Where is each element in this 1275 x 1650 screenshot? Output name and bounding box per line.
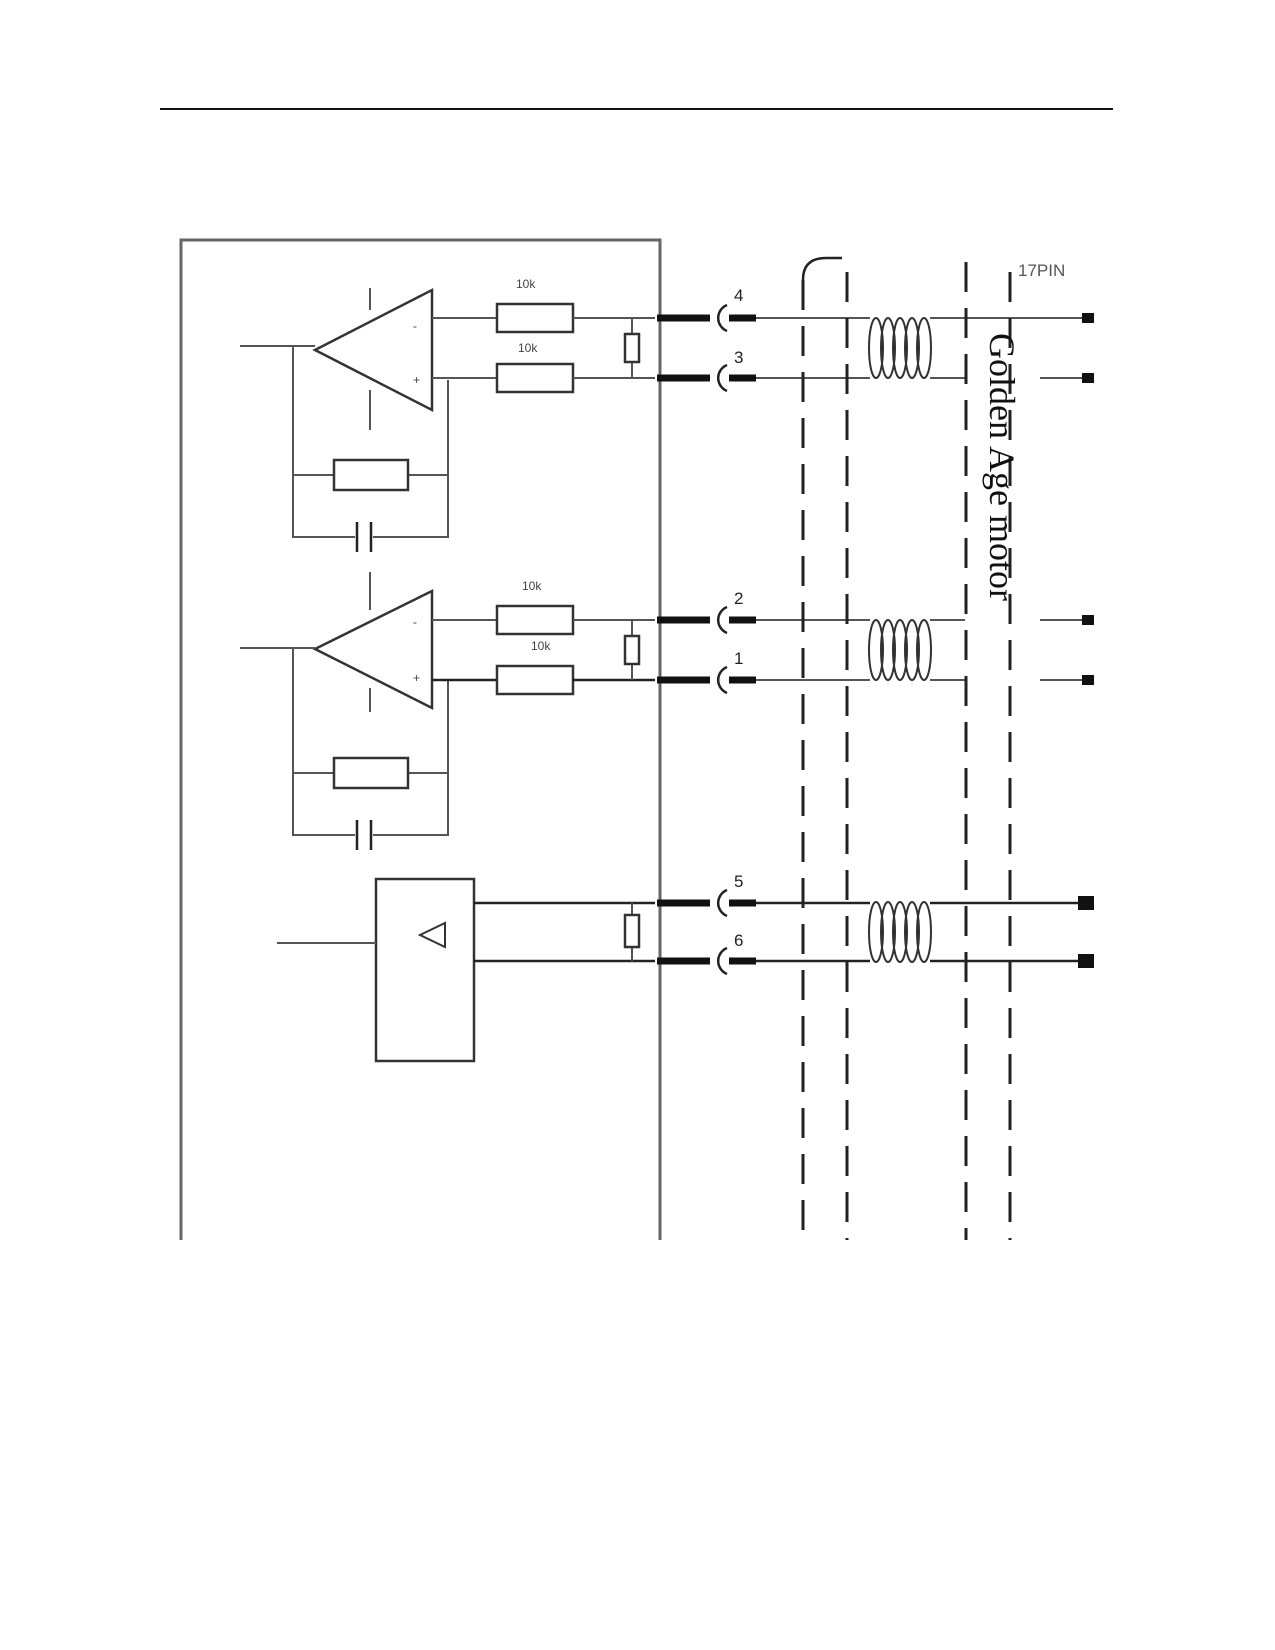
pin-label-3: 3: [734, 348, 743, 367]
termination-resistor-2: [623, 634, 641, 666]
input-resistor-3: [495, 604, 575, 636]
line-driver-block: [374, 877, 476, 1063]
differential-amplifier-2: - +: [312, 572, 434, 712]
pin-label-4: 4: [734, 286, 743, 305]
twisted-pair-coil-1: [868, 317, 932, 379]
resistor-label-2: 10k: [518, 341, 538, 355]
input-resistor-2: [495, 362, 575, 394]
driver-triangle-icon: [417, 921, 446, 949]
resistor-label-1: 10k: [516, 277, 536, 291]
twisted-pair-coil-3: [868, 901, 932, 963]
amp2-feedback-resistor: [332, 756, 410, 790]
connector-label: 17PIN: [1018, 261, 1065, 280]
motor-terminals: [1078, 313, 1094, 968]
connector-pins: [657, 303, 756, 976]
pin-label-1: 1: [734, 649, 743, 668]
pin-label-5: 5: [734, 872, 743, 891]
resistor-label-4: 10k: [531, 639, 551, 653]
svg-text:+: +: [413, 373, 420, 387]
drive-enclosure: [179, 238, 662, 1240]
amp1-feedback-resistor: [332, 458, 410, 492]
svg-text:-: -: [413, 319, 417, 333]
pin-label-2: 2: [734, 589, 743, 608]
input-resistor-4: [495, 664, 575, 696]
svg-text:-: -: [413, 615, 417, 629]
resistor-label-3: 10k: [522, 579, 542, 593]
amp1-cap-gap: [355, 520, 373, 554]
motor-label: Golden Age motor: [982, 333, 1022, 601]
twisted-pair-coil-2: [868, 619, 932, 681]
termination-resistor-1: [623, 332, 641, 364]
termination-resistor-3: [623, 913, 641, 949]
input-resistor-1: [495, 302, 575, 334]
pin-label-6: 6: [734, 931, 743, 950]
amp2-cap-gap: [355, 818, 373, 852]
shield-arc: [801, 256, 842, 281]
svg-text:+: +: [413, 671, 420, 685]
differential-amplifier-1: - +: [312, 287, 434, 430]
